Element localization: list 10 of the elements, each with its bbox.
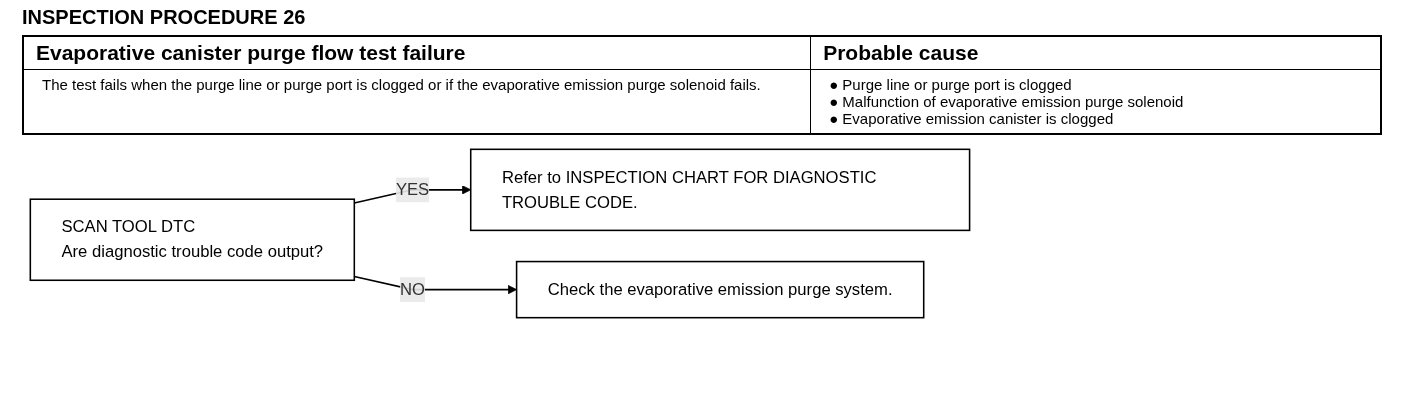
table-header: Evaporative canister purge flow test failure bbox=[23, 36, 811, 70]
node-box: Check the evaporative emission purge system. bbox=[515, 260, 925, 319]
bullet-item: ● Evaporative emission canister is clogged bbox=[829, 110, 1115, 127]
bullet-item: ● Malfunction of evaporative emission purge solenoid bbox=[829, 93, 1185, 110]
edge-label: YES bbox=[395, 180, 430, 199]
edge-label: NO bbox=[400, 280, 425, 298]
node-box: Refer to INSPECTION CHART FOR DIAGNOSTIC TROUBLE CODE. bbox=[469, 148, 971, 232]
title: INSPECTION PROCEDURE 26 bbox=[22, 6, 307, 29]
bullet-item: ● Purge line or purge port is clogged bbox=[829, 76, 1073, 93]
node-box: SCAN TOOL DTC Are diagnostic trouble code output? bbox=[29, 198, 356, 282]
